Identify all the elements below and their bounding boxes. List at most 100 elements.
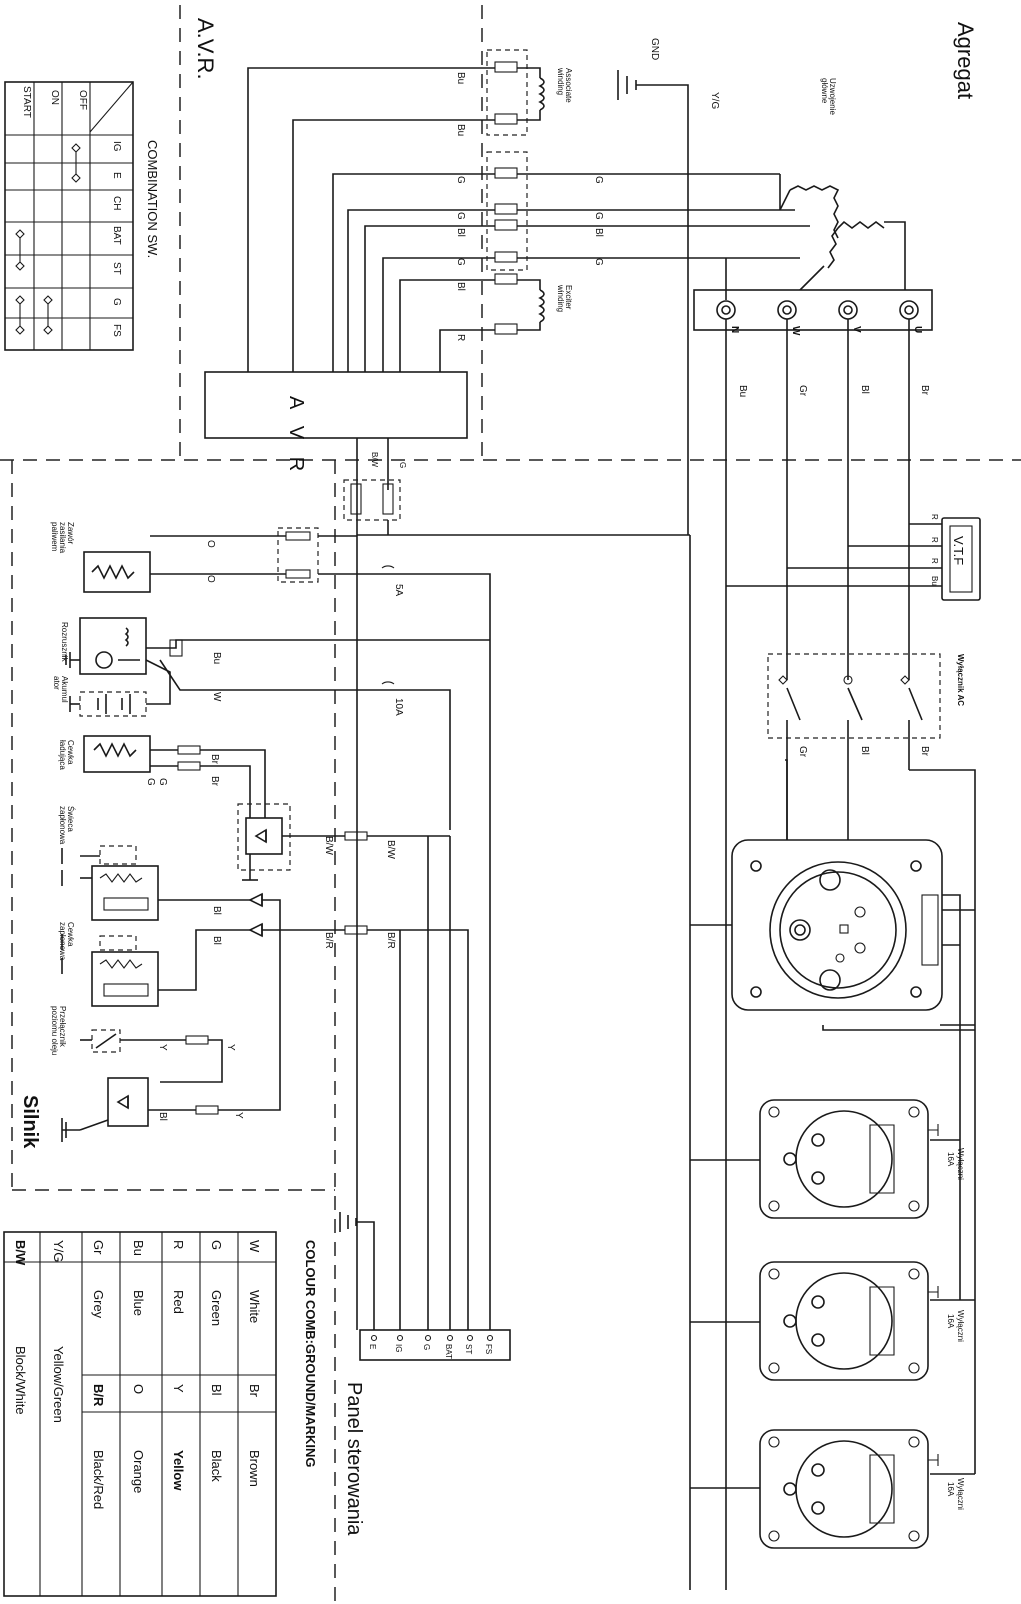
ct-r1-c2: Bl (209, 1384, 224, 1396)
avr-output: B/W G (343, 438, 690, 1330)
panel-terminal-g: G (422, 1344, 431, 1350)
avr-label: A V R (285, 396, 307, 477)
associate-winding: Associate winding (517, 67, 573, 121)
oil-warning-module: Bl Y (79, 980, 281, 1131)
cs-col-ig: IG (111, 141, 122, 152)
panel-terminal-e: E (368, 1344, 377, 1349)
oil-switch-label-2: poziomu oleju (50, 1006, 59, 1055)
socket-2-breaker-rating: 16A (946, 1314, 955, 1329)
panel-terminal-bat: BAT (444, 1344, 453, 1359)
starter-label: Rozrusznik (60, 622, 69, 663)
socket-3-breaker-label: Wyłączni (956, 1478, 965, 1510)
connector-main (486, 151, 528, 271)
lbl-bl-v: Bl (859, 385, 870, 394)
oil-switch-label-1: Przełącznik (58, 1006, 67, 1048)
lbl-g-3: G (455, 258, 466, 266)
exciter-winding-label-2: winding (556, 284, 565, 312)
lbl-charge-g-2: G (145, 778, 156, 786)
ct-r1-c3: Black (209, 1450, 224, 1482)
cs-connection-symbols (15, 143, 81, 335)
ct-r3-c1: Blue (131, 1290, 146, 1316)
ct-r0-c1: White (247, 1290, 262, 1323)
ct-r2-c3: Yellow (171, 1450, 186, 1491)
socket-1-breaker-rating: 16A (946, 1152, 955, 1167)
cs-col-bat: BAT (111, 226, 122, 245)
large-socket (731, 839, 943, 1011)
terminal-v: V (851, 326, 862, 333)
ct-r4-c2: B/R (91, 1384, 106, 1407)
lbl-bu-2: Bu (455, 124, 466, 136)
lbl-avr-bw: B/W (370, 452, 379, 468)
ct-r1-c1: Green (209, 1290, 224, 1326)
panel-terminal-block: E IG G BAT ST FS (359, 836, 511, 1361)
avr-module: A V R (204, 371, 468, 477)
ct-r0-c3: Brown (247, 1450, 262, 1487)
fuel-valve-label-3: paliwem (50, 522, 59, 552)
lbl-starter-bu: Bu (211, 652, 222, 664)
panel-terminal-ig: IG (394, 1344, 403, 1352)
ac-breaker-label: Wyłącznik AC (956, 654, 965, 706)
ct-r3-c0: Bu (131, 1240, 146, 1256)
spark-plug-1: Bl Świeca zapłonowa (58, 806, 281, 980)
lbl-charge-br-2: Br (209, 754, 220, 765)
cs-col-fs: FS (111, 324, 122, 337)
connector-associate (486, 49, 528, 136)
fuse-5a-label: 5A (393, 584, 404, 597)
battery-label-1: Akumul (60, 676, 69, 703)
terminal-u: U (912, 326, 923, 333)
ct-r0-c0: W (247, 1240, 262, 1253)
terminal-strip: N W V U (693, 258, 933, 336)
lbl-bu-n: Bu (737, 385, 748, 397)
lbl-charge-g-1: G (157, 778, 168, 786)
vtf-r-1: R (930, 514, 939, 520)
ct-r0-c2: Br (247, 1384, 262, 1398)
lbl-ign-br-1: B/R (323, 932, 334, 949)
exciter-winding-label-1: Exciter (564, 285, 573, 310)
fuel-valve-label-1: Zawór (66, 522, 75, 545)
panel-ground (339, 1212, 375, 1330)
lbl-bl-3: Bl (593, 228, 604, 237)
ct-r2-c1: Red (171, 1290, 186, 1314)
vtf-label: V.T.F (951, 536, 966, 565)
engine-ground-symbols (61, 848, 80, 1142)
exciter-winding: Exciter winding (517, 279, 573, 331)
ct-r4-c3: Black/Red (91, 1450, 106, 1509)
lbl-bl-2: Bl (455, 282, 466, 291)
section-borders (0, 5, 1021, 1604)
ct-r3-c2: O (131, 1384, 146, 1394)
vtf-r-2: R (930, 537, 939, 543)
socket-2-breaker-label: Wyłączni (956, 1310, 965, 1342)
vtf-r-3: R (930, 558, 939, 564)
lbl-bl-1: Bl (455, 228, 466, 237)
panel-terminal-fs: FS (484, 1344, 493, 1354)
socket-feed-wires (689, 535, 976, 1590)
cs-row-off: OFF (77, 90, 88, 110)
lbl-oil-bl: Bl (157, 1112, 168, 1121)
lbl-fuel-o-1: O (205, 540, 216, 548)
ct-r3-c3: Orange (131, 1450, 146, 1493)
lbl-g-5: G (593, 212, 604, 220)
colour-table-title: COLOUR COMB:GROUND/MARKING (303, 1240, 318, 1467)
lbl-rect-bw-2: B/W (385, 840, 396, 859)
lbl-rect-bw-1: B/W (323, 836, 334, 855)
ct-r2-c0: R (171, 1240, 186, 1249)
title-silnik: Silnik (19, 1095, 41, 1149)
associate-winding-label-2: winding (556, 67, 565, 95)
battery-label-2: ator (52, 676, 61, 690)
spark-plug-label-2: zapłonowa (58, 806, 67, 845)
socket-3-breaker-rating: 16A (946, 1482, 955, 1497)
lbl-g-4: G (593, 176, 604, 184)
colour-table: COLOUR COMB:GROUND/MARKING W White Br Br… (3, 1231, 318, 1597)
charging-coil: Br Br G G Cewka ładująca (58, 735, 266, 820)
title-avr-section: A.V.R. (193, 18, 218, 80)
lbl-gr-w: Gr (797, 385, 808, 397)
lbl-oil-y-1: Y (157, 1044, 168, 1051)
lbl-ign-br-2: B/R (385, 932, 396, 949)
ct-r1-c0: G (209, 1240, 224, 1250)
cs-col-e: E (111, 172, 122, 179)
ignition-coil-label-1: Cewka (66, 922, 75, 947)
fuel-valve: O O 5A Zawór zasilania paliwem (50, 522, 491, 1330)
lbl-oil-y-2: Y (225, 1044, 236, 1051)
